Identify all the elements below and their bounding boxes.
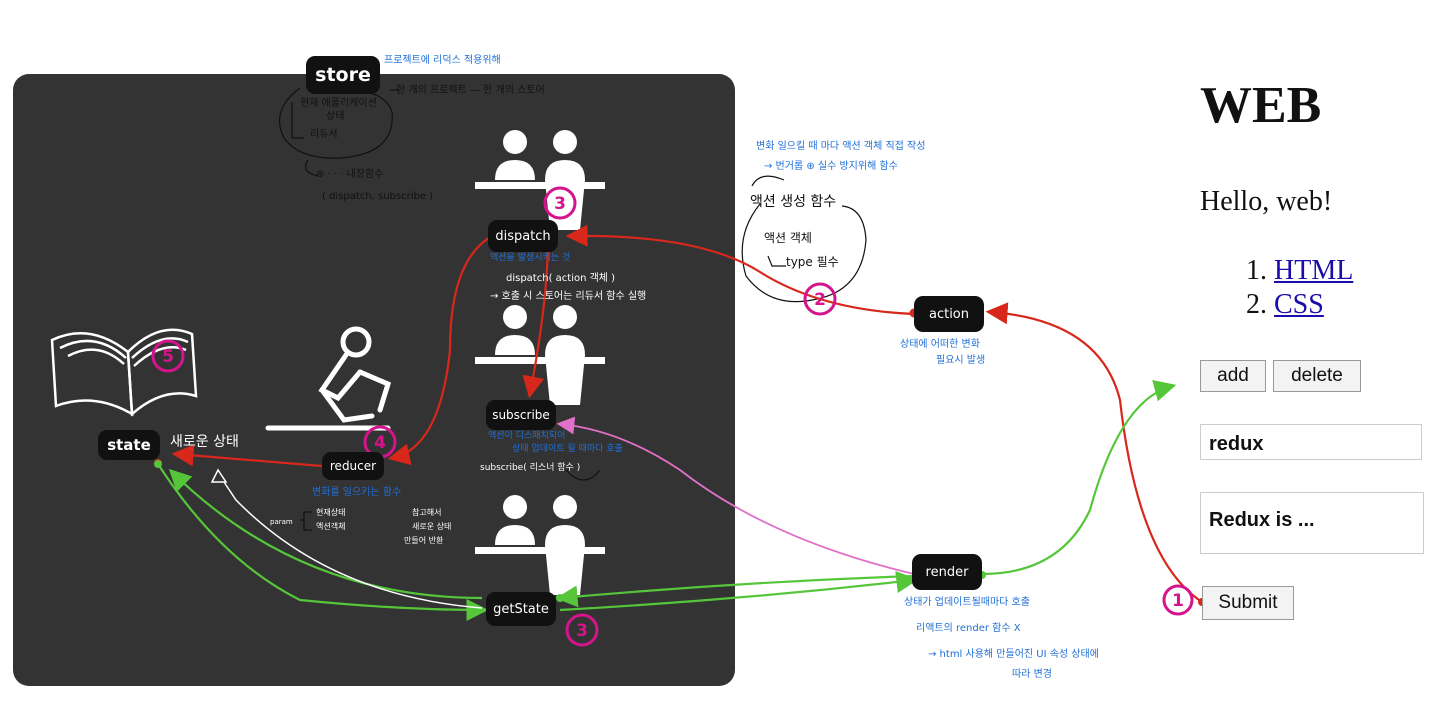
reducer-note: 새로운 상태 [412, 522, 452, 531]
subscribe-desc: 상태 업데이트 될 때마다 호출 [512, 444, 623, 454]
action-object-label: 액션 객체 [764, 231, 812, 245]
step-number: 3 [576, 621, 588, 641]
step-marker-5 [151, 339, 185, 373]
css-link[interactable]: CSS [1274, 289, 1324, 320]
reducer-note: 참고해서 [412, 508, 442, 517]
list-item: 1. HTML [1246, 254, 1353, 288]
store-note-funcs: ⊕ · · · 내장함수 [316, 169, 384, 180]
title-input[interactable]: redux [1200, 424, 1422, 460]
store-note-state: 현재 애플리케이션 [300, 98, 377, 109]
dispatch-call: → 호출 시 스토어는 리듀서 함수 실행 [490, 291, 647, 302]
reducer-param: 현재상태 [316, 508, 346, 517]
web-title: WEB [1200, 77, 1322, 134]
new-state-label: 새로운 상태 [170, 434, 239, 450]
step-number: 5 [162, 347, 174, 367]
action-creator-label: 액션 생성 함수 [750, 194, 837, 210]
submit-button[interactable]: Submit [1202, 586, 1294, 620]
store-note-funcs: ( dispatch, subscribe ) [322, 191, 434, 202]
state-node: state [98, 430, 160, 460]
action-desc: 상태에 어떠한 변화 [900, 339, 980, 350]
step-marker-3 [543, 186, 577, 220]
store-note-one: 한 개의 프로젝트 — 한 개의 스토어 [396, 85, 545, 96]
clerk-icon [475, 495, 605, 595]
step-marker-2 [803, 282, 837, 316]
step-marker-1 [1162, 584, 1194, 616]
dispatch-desc: 액션을 발생시키는 것 [490, 253, 571, 263]
subscribe-node: subscribe [486, 400, 556, 430]
clerk-icon [475, 130, 605, 230]
step-marker-3b [565, 613, 599, 647]
step-number: 4 [374, 433, 386, 453]
render-note: 따라 변경 [1012, 669, 1052, 680]
web-subtitle: Hello, web! [1200, 186, 1333, 217]
reducer-desc: 변화를 일으키는 함수 [312, 487, 402, 498]
clerk-icon [475, 305, 605, 405]
getstate-node: getState [486, 592, 556, 626]
render-desc: 상태가 업데이트될때마다 호출 [904, 597, 1030, 608]
reducer-node: reducer [322, 452, 384, 480]
render-node: render [912, 554, 982, 590]
store-note-top: 프로젝트에 리덕스 적용위해 [384, 55, 501, 66]
step-number: 3 [554, 194, 566, 214]
action-node: action [914, 296, 984, 332]
dispatch-call: dispatch( action 객체 ) [506, 273, 616, 284]
dispatch-node: dispatch [488, 220, 558, 252]
store-node: store [306, 56, 380, 94]
store-note-state: 상태 [326, 111, 345, 122]
reducer-param: 액션객체 [316, 522, 346, 531]
action-type-label: type 필수 [786, 255, 839, 269]
description-textarea[interactable]: Redux is ... [1200, 492, 1424, 554]
digger-icon [913, 417, 1044, 525]
reducer-note: 만들어 반환 [404, 536, 444, 545]
list-number: 1. [1246, 255, 1267, 286]
store-note-reducer: 리듀서 [310, 129, 338, 140]
render-note: 리액트의 render 함수 X [916, 623, 1021, 634]
list-item: 2. CSS [1246, 288, 1353, 322]
reducer-param-label: param [270, 518, 293, 526]
step-number: 1 [1172, 591, 1184, 611]
action-maker-note: → 번거롭 ⊕ 실수 방지위해 함수 [764, 161, 898, 172]
thinker-icon [265, 326, 392, 431]
subscribe-call: subscribe( 리스너 함수 ) [480, 463, 581, 473]
subscribe-desc: 액션이 디스패치되어 [488, 431, 566, 441]
step-number: 2 [814, 290, 826, 310]
mailman-icon [893, 170, 999, 287]
action-desc: 필요시 발생 [936, 355, 986, 366]
add-button[interactable]: add [1200, 360, 1266, 392]
action-maker-note: 변화 일으킬 때 마다 액션 객체 직접 작성 [756, 141, 926, 152]
web-list: 1. HTML 2. CSS [1246, 254, 1353, 322]
list-number: 2. [1246, 289, 1267, 320]
render-note: → html 사용해 만들어진 UI 속성 상태에 [928, 649, 1099, 660]
html-link[interactable]: HTML [1274, 255, 1354, 286]
delete-button[interactable]: delete [1273, 360, 1361, 392]
